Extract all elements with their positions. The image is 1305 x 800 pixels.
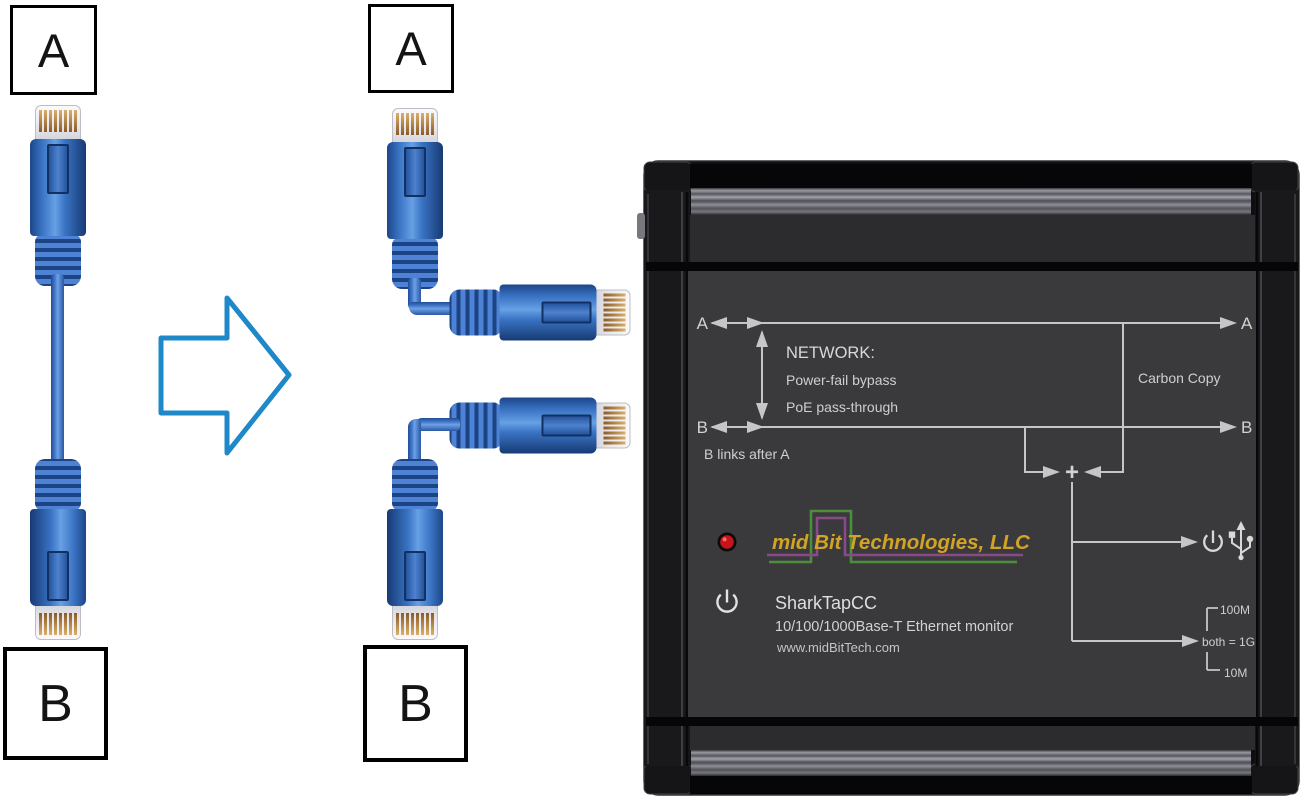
b-links-label: B links after A [704,446,790,462]
power-icon [1203,530,1223,552]
endpoint-b-label: B [38,674,73,733]
corner-post [1249,161,1299,193]
network-title: NETWORK: [786,344,875,362]
top-groove-band [691,188,1251,215]
ethernet-cable [409,302,461,315]
logo-pulse-traces [767,509,1023,564]
rj45-plug-up-icon [30,105,86,288]
product-subtitle: 10/100/1000Base-T Ethernet monitor [775,619,1014,635]
right-rail [1255,190,1299,766]
endpoint-b-box: B [3,647,108,760]
endpoint-b-label: B [398,674,433,733]
transform-arrow [158,295,292,456]
side-nub [637,213,645,239]
device-label-panel [688,271,1256,718]
junction-plus-symbol: + [1065,459,1079,486]
legend-100m-label: 100M [1220,603,1250,617]
panel-arrowheads [710,317,1237,647]
legend-10m-label: 10M [1224,666,1247,680]
port-b-right-label: B [1241,418,1252,437]
legend-both-1g-label: both = 1G [1202,635,1255,649]
sharktap-device [637,160,1300,796]
ethernet-cable [414,418,460,431]
corner-post [643,161,693,193]
ethernet-cable [51,274,64,470]
bottom-groove-band [691,750,1251,776]
endpoint-a-label: A [37,23,70,77]
upper-strip [690,215,1255,263]
endpoint-b-box: B [363,645,468,762]
port-a-left-label: A [697,314,709,333]
ethernet-cable [408,419,421,470]
rj45-plug-up-icon [387,108,443,291]
network-line2: PoE pass-through [786,399,898,415]
port-a-right-label: A [1241,314,1253,333]
power-button-icon [716,589,738,613]
port-b-left-label: B [697,418,708,437]
power-led [717,532,737,552]
endpoint-a-label: A [395,22,427,75]
corner-post [1249,763,1299,795]
brand-logo-text: mid Bit Technologies, LLC [772,531,1031,554]
top-cap [690,164,1252,188]
network-line1: Power-fail bypass [786,372,897,388]
bottom-cap [690,776,1252,794]
product-name: SharkTapCC [775,593,877,613]
left-rail [644,190,690,766]
endpoint-a-box: A [10,5,97,95]
panel-wiring [712,322,1222,671]
corner-post [643,763,693,795]
carbon-copy-label: Carbon Copy [1138,370,1221,386]
endpoint-a-box: A [368,4,454,93]
website-url: www.midBitTech.com [776,640,900,655]
lower-strip [690,726,1255,750]
usb-icon [1228,521,1254,561]
